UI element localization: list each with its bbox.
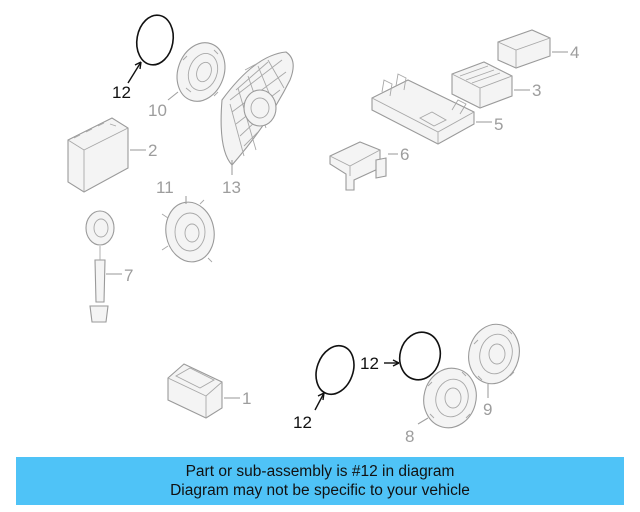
callout-13[interactable]: 13 xyxy=(222,178,241,197)
banner-line-1: Part or sub-assembly is #12 in diagram xyxy=(185,463,455,480)
part-6-bracket[interactable] xyxy=(329,141,387,191)
banner-line-2: Diagram may not be specific to your vehi… xyxy=(170,482,470,499)
callout-12-bottom-right[interactable]: 12 xyxy=(360,354,379,373)
leader-12-top xyxy=(127,61,142,84)
part-12-seal-ring-bottom-left[interactable] xyxy=(310,340,361,399)
callout-4[interactable]: 4 xyxy=(570,43,579,62)
callout-3[interactable]: 3 xyxy=(532,81,541,100)
callout-12-top[interactable]: 12 xyxy=(112,83,131,102)
part-8-speaker[interactable] xyxy=(417,362,483,433)
callout-1[interactable]: 1 xyxy=(242,389,251,408)
part-1-box-module[interactable] xyxy=(167,363,223,419)
callout-9[interactable]: 9 xyxy=(483,400,492,419)
part-10-speaker[interactable] xyxy=(169,36,233,108)
part-3-amplifier[interactable] xyxy=(451,61,513,109)
callout-10[interactable]: 10 xyxy=(148,101,167,120)
part-12-seal-ring-bottom-right[interactable] xyxy=(394,328,445,385)
part-9-speaker[interactable] xyxy=(462,319,526,390)
info-banner: Part or sub-assembly is #12 in diagram D… xyxy=(16,457,624,505)
callout-6[interactable]: 6 xyxy=(400,145,409,164)
part-12-seal-ring-top[interactable] xyxy=(133,12,177,67)
callout-11[interactable]: 11 xyxy=(156,178,174,197)
callout-8[interactable]: 8 xyxy=(405,427,414,446)
part-5-bracket[interactable] xyxy=(371,73,475,145)
callout-5[interactable]: 5 xyxy=(494,115,503,134)
callout-2[interactable]: 2 xyxy=(148,141,157,160)
callout-12-bottom-left[interactable]: 12 xyxy=(293,413,312,432)
part-4-module[interactable] xyxy=(497,29,551,69)
part-7-tweeter[interactable] xyxy=(85,210,115,323)
part-2-control-module[interactable] xyxy=(67,117,129,193)
part-13-speaker-grille[interactable] xyxy=(220,51,294,166)
leader-12-bottom-left xyxy=(314,392,325,411)
part-11-speaker[interactable] xyxy=(161,198,219,265)
callout-7[interactable]: 7 xyxy=(124,266,133,285)
